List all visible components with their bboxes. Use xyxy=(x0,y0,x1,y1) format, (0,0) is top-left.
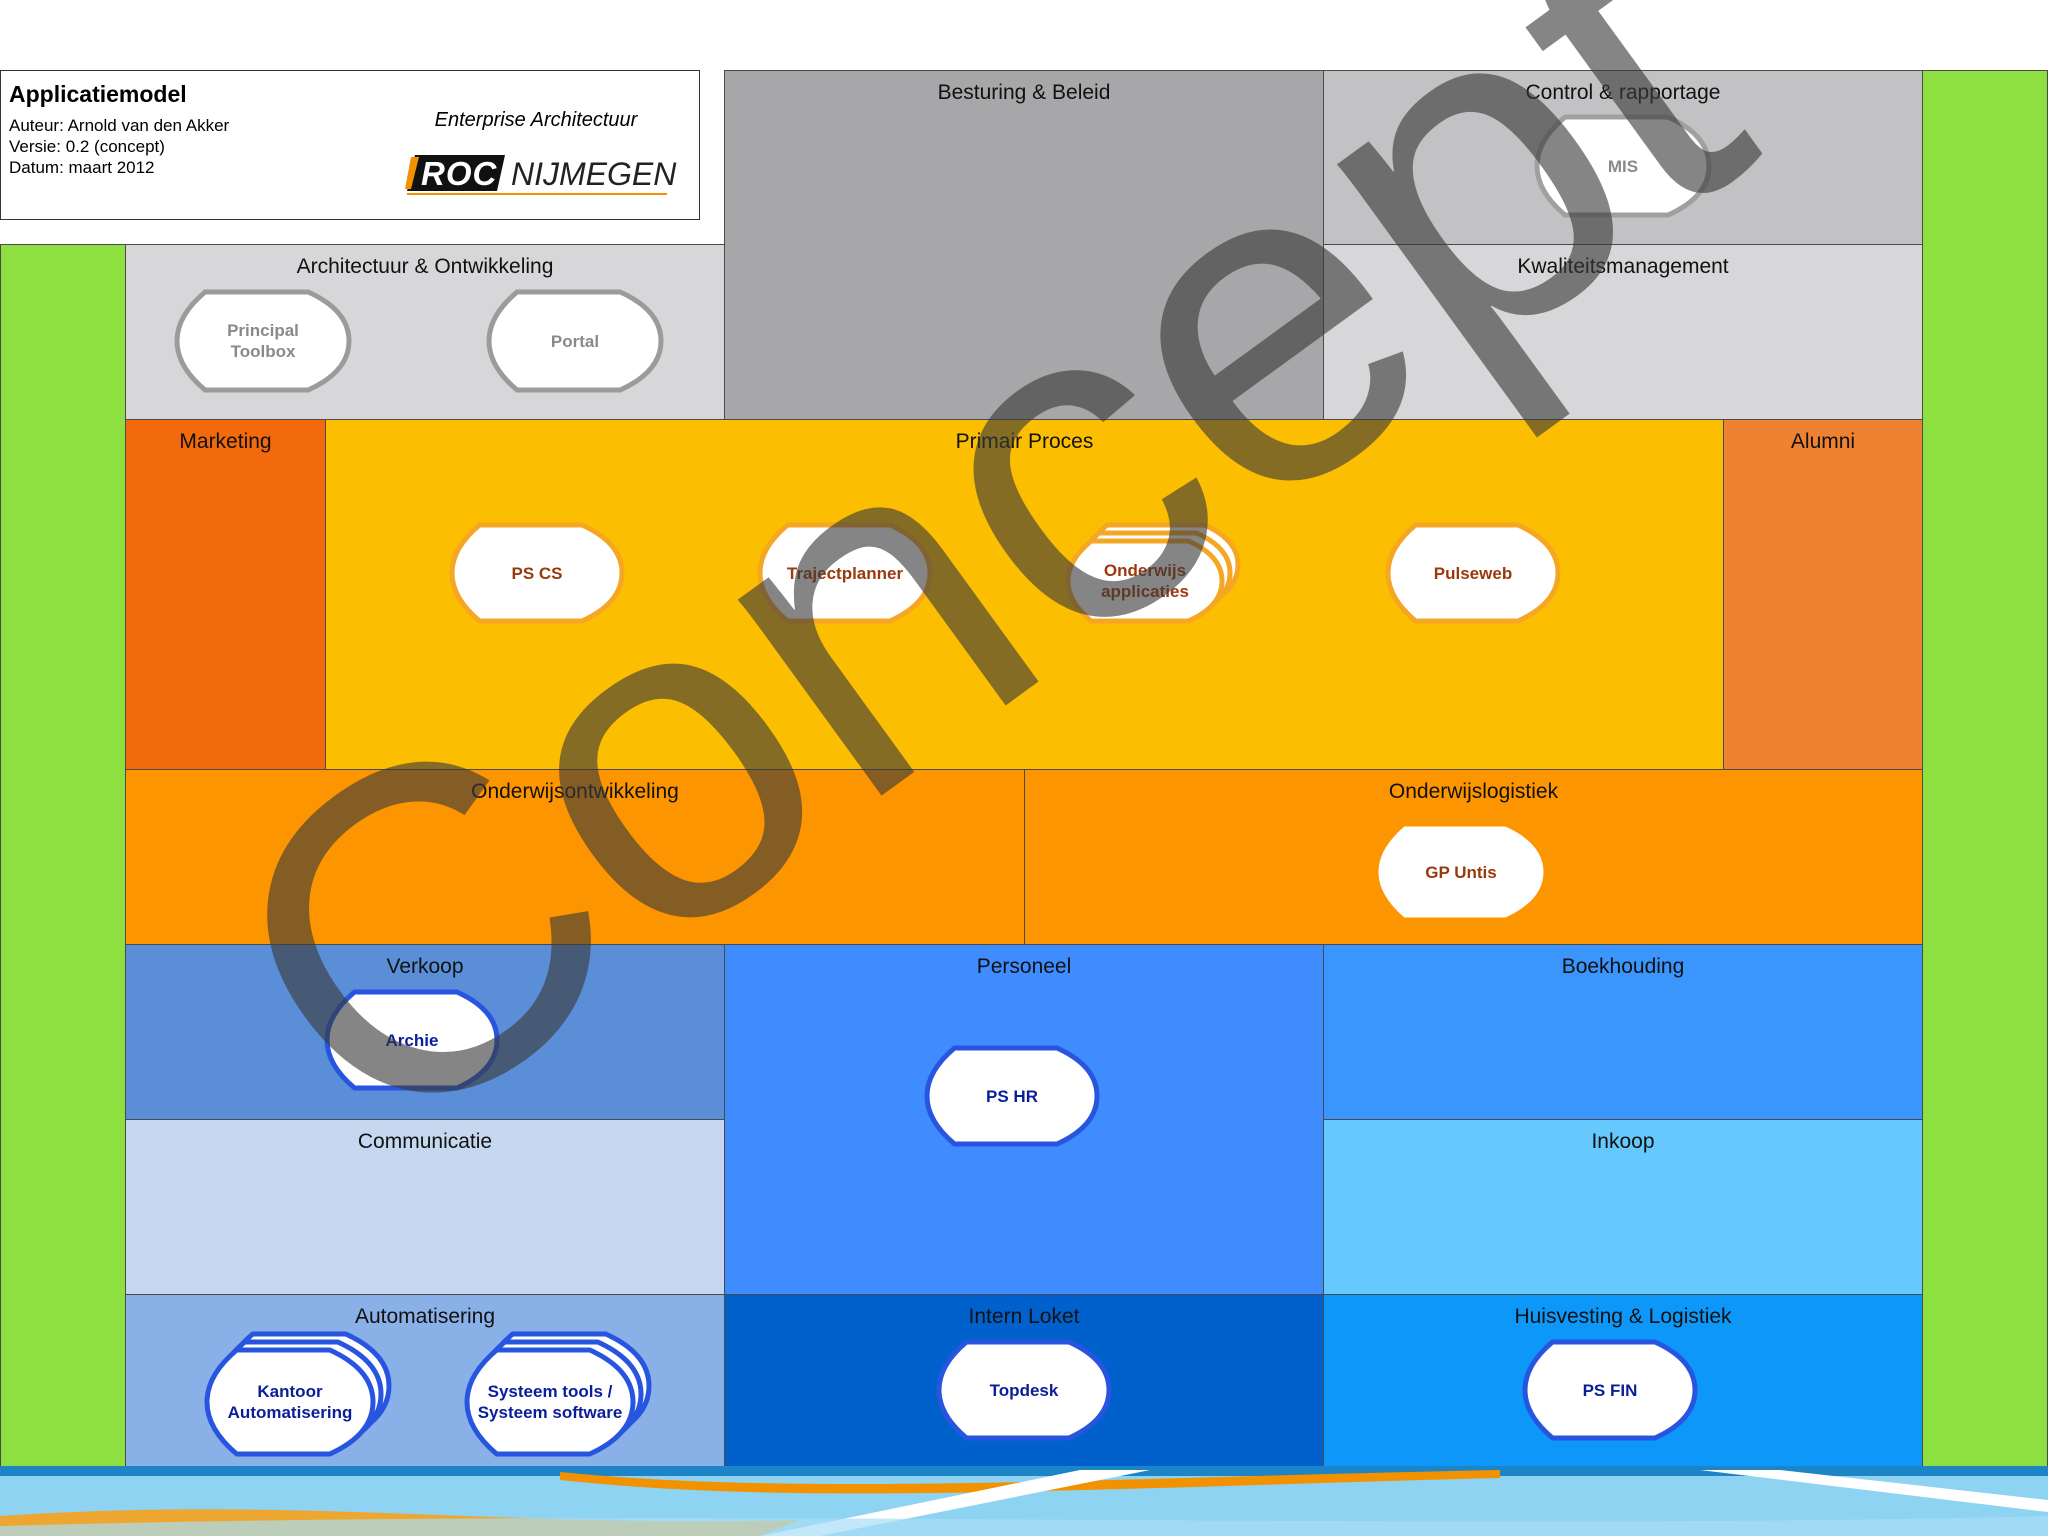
app-shape xyxy=(1534,114,1712,218)
app-pulseweb[interactable]: Pulseweb xyxy=(1385,521,1561,625)
author-text: Auteur: Arnold van den Akker xyxy=(9,116,230,135)
app-label: PS FIN xyxy=(1582,1380,1638,1400)
application-shape-icon xyxy=(936,1339,1112,1441)
block-kwaliteitsmanagement: Kwaliteitsmanagement xyxy=(1323,244,1923,420)
logo-city-text: NIJMEGEN xyxy=(511,156,677,192)
block-title: Onderwijsontwikkeling xyxy=(471,780,679,803)
app-shape xyxy=(757,522,933,624)
block-title: Marketing xyxy=(179,430,272,453)
app-label: Archie xyxy=(385,1030,439,1050)
app-shape xyxy=(449,522,625,624)
application-shape-icon xyxy=(1534,114,1712,218)
app-ps-hr[interactable]: PS HR xyxy=(924,1044,1100,1148)
app-label: Trajectplanner xyxy=(786,563,904,583)
logo-roc-text: ROC xyxy=(421,155,498,192)
app-onderwijs-applicaties[interactable]: Onderwijs applicaties xyxy=(1065,521,1241,625)
block-marketing: Marketing xyxy=(125,419,326,770)
application-shape-icon xyxy=(757,522,933,624)
app-label: PS HR xyxy=(986,1086,1038,1106)
block-alumni: Alumni xyxy=(1723,419,1923,770)
block-title: Onderwijslogistiek xyxy=(1388,780,1559,803)
block-title: Primair Proces xyxy=(955,430,1094,453)
app-ps-cs[interactable]: PS CS xyxy=(449,521,625,625)
app-shape xyxy=(204,1347,376,1457)
block-title: Control & rapportage xyxy=(1525,81,1721,104)
block-title: Kwaliteitsmanagement xyxy=(1517,255,1729,278)
app-shape xyxy=(464,1347,636,1457)
application-shape-icon xyxy=(324,989,500,1091)
stacked-application-icon xyxy=(204,1331,392,1457)
roc-logo: ROC NIJMEGEN xyxy=(405,151,676,195)
app-principal-toolbox[interactable]: Principal Toolbox xyxy=(174,288,352,394)
diagram-title: Applicatiemodel xyxy=(9,81,187,107)
block-title: Communicatie xyxy=(357,1130,493,1153)
app-shape xyxy=(1065,538,1225,624)
application-shape-icon xyxy=(1373,821,1549,923)
block-title: Personeel xyxy=(976,955,1072,978)
application-shape-icon xyxy=(449,522,625,624)
app-label: Principal Toolbox xyxy=(227,321,299,361)
app-systeem-tools[interactable]: Systeem tools / Systeem software xyxy=(464,1330,652,1458)
app-shape xyxy=(174,289,352,393)
app-gp-untis[interactable]: GP Untis xyxy=(1373,820,1549,924)
application-shape-icon xyxy=(1385,522,1561,624)
app-label: Kantoor Automatisering xyxy=(227,1382,353,1422)
app-shape xyxy=(1522,1339,1698,1441)
stacked-application-icon xyxy=(1065,522,1241,624)
block-title: Architectuur & Ontwikkeling xyxy=(296,255,554,278)
enterprise-subtitle: Enterprise Architectuur xyxy=(434,109,638,131)
application-shape-icon xyxy=(1522,1339,1698,1441)
block-title: Boekhouding xyxy=(1561,955,1685,978)
stacked-application-icon xyxy=(464,1331,652,1457)
block-inkoop: Inkoop xyxy=(1323,1119,1923,1295)
block-title: Automatisering xyxy=(354,1305,496,1328)
app-topdesk[interactable]: Topdesk xyxy=(936,1338,1112,1442)
application-shape-icon xyxy=(486,289,664,393)
left-green-bar xyxy=(0,244,126,1468)
application-shape-icon xyxy=(174,289,352,393)
header-box: Applicatiemodel Auteur: Arnold van den A… xyxy=(0,70,700,220)
app-shape xyxy=(936,1339,1112,1441)
date-text: Datum: maart 2012 xyxy=(9,158,155,177)
app-shape xyxy=(324,989,500,1091)
app-trajectplanner[interactable]: Trajectplanner xyxy=(757,521,933,625)
block-boekhouding: Boekhouding xyxy=(1323,944,1923,1120)
block-onderwijsontwikkeling: Onderwijsontwikkeling xyxy=(125,769,1025,945)
block-communicatie: Communicatie xyxy=(125,1119,725,1295)
app-shape xyxy=(924,1045,1100,1147)
application-shape-icon xyxy=(924,1045,1100,1147)
block-title: Intern Loket xyxy=(968,1305,1080,1328)
block-title: Huisvesting & Logistiek xyxy=(1514,1305,1732,1328)
block-title: Besturing & Beleid xyxy=(937,81,1111,104)
app-label: Pulseweb xyxy=(1433,563,1513,583)
app-label: Topdesk xyxy=(989,1380,1059,1400)
app-label: Systeem tools / Systeem software xyxy=(477,1382,623,1422)
block-besturing-beleid: Besturing & Beleid xyxy=(724,70,1324,420)
roc-logo-icon xyxy=(405,155,667,195)
app-shape xyxy=(1373,821,1549,923)
right-green-bar xyxy=(1922,70,2048,1468)
block-title: Verkoop xyxy=(386,955,464,978)
app-kantoor-automatisering[interactable]: Kantoor Automatisering xyxy=(204,1330,392,1458)
block-title: Inkoop xyxy=(1591,1130,1655,1153)
bottom-wave-decoration xyxy=(0,1466,2048,1536)
app-label: Onderwijs applicaties xyxy=(1101,561,1189,601)
app-ps-fin[interactable]: PS FIN xyxy=(1522,1338,1698,1442)
app-mis[interactable]: MIS xyxy=(1534,113,1712,219)
app-portal[interactable]: Portal xyxy=(486,288,664,394)
app-label: PS CS xyxy=(511,563,563,583)
version-text: Versie: 0.2 (concept) xyxy=(9,137,165,156)
app-archie[interactable]: Archie xyxy=(324,988,500,1092)
block-title: Alumni xyxy=(1790,430,1856,453)
app-label: MIS xyxy=(1607,156,1639,176)
app-shape xyxy=(1385,522,1561,624)
app-label: Portal xyxy=(550,331,600,351)
app-label: GP Untis xyxy=(1425,862,1497,882)
app-shape xyxy=(486,289,664,393)
